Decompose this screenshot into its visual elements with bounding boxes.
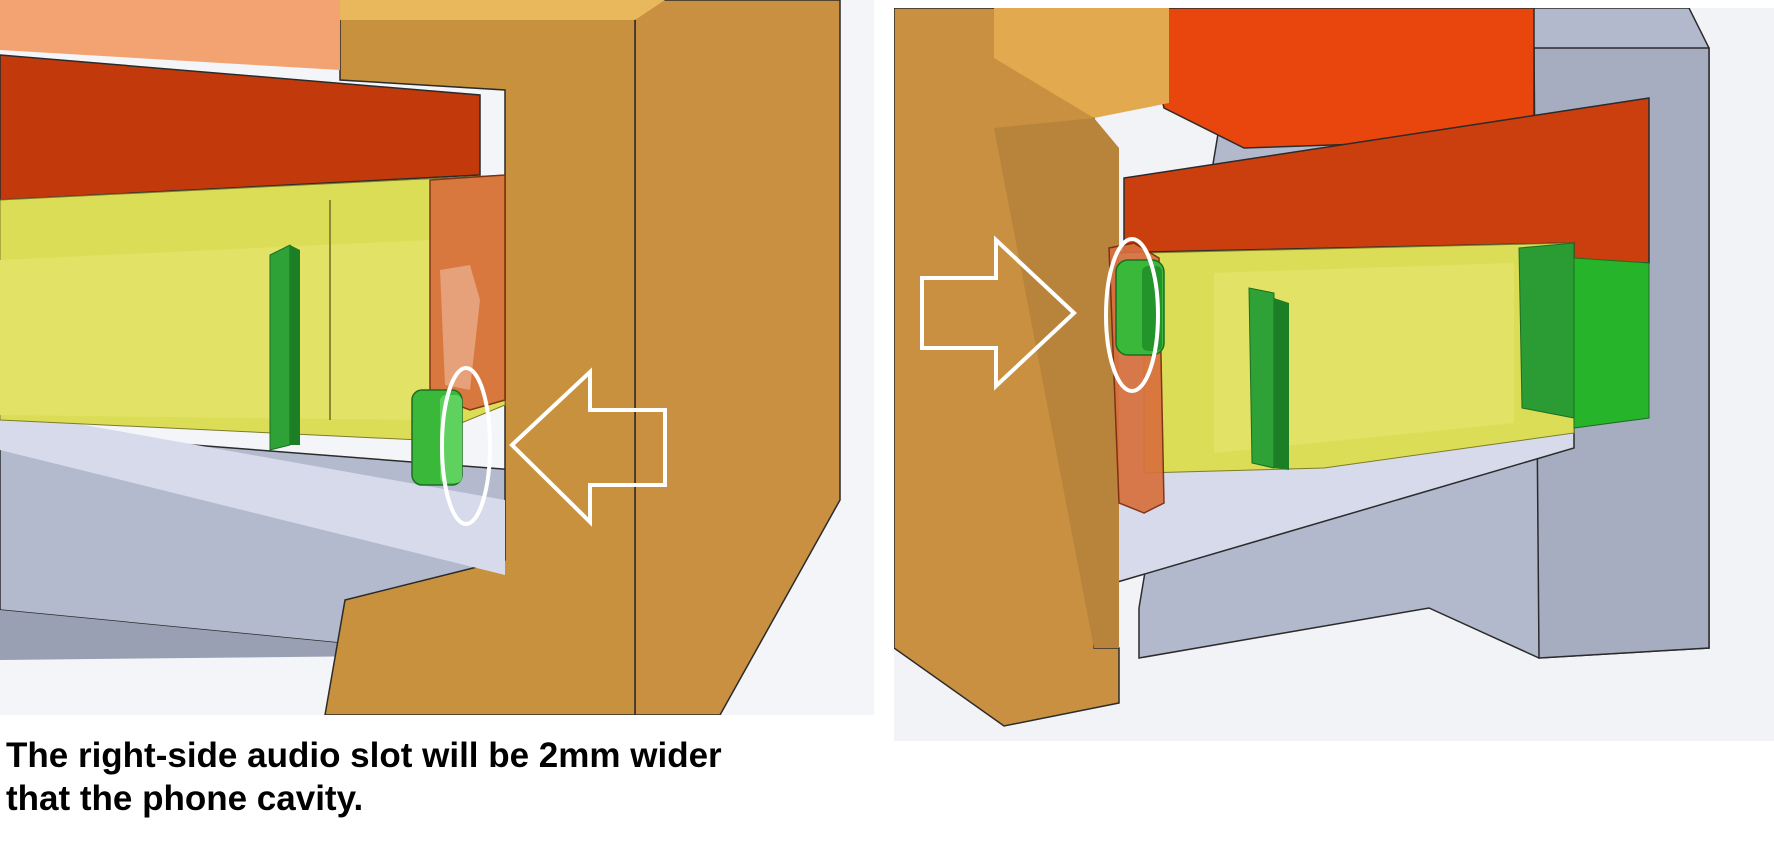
end-block bbox=[1518, 242, 1575, 419]
button-strip-side bbox=[1274, 298, 1289, 470]
arrow-left-outline-icon bbox=[509, 367, 667, 527]
button-strip bbox=[1248, 287, 1275, 469]
mold-block-front bbox=[324, 0, 636, 715]
end-block-face bbox=[1573, 257, 1650, 429]
phone-body-front bbox=[0, 240, 430, 420]
arrow-right-outline-icon bbox=[920, 235, 1077, 391]
right-cutaway-drawing bbox=[894, 8, 1774, 741]
mold-block-top bbox=[994, 8, 1169, 118]
cavity-floor bbox=[0, 410, 505, 575]
mold-block-side bbox=[994, 118, 1119, 648]
highlight-ellipse bbox=[440, 366, 492, 526]
right-cutaway-view bbox=[894, 8, 1774, 741]
left-cutaway-drawing bbox=[0, 0, 874, 715]
left-cutaway-view bbox=[0, 0, 874, 715]
mold-block-top bbox=[340, 0, 665, 20]
highlight-ellipse bbox=[1104, 237, 1160, 393]
top-plate bbox=[0, 54, 481, 201]
caption-line-1: The right-side audio slot will be 2mm wi… bbox=[6, 736, 722, 775]
button-strip bbox=[269, 244, 291, 451]
top-plate-light bbox=[0, 0, 340, 70]
slide-bar-detent bbox=[440, 265, 480, 390]
button-strip-side bbox=[290, 245, 300, 445]
caption-line-2: that the phone cavity. bbox=[6, 779, 364, 818]
caption: The right-side audio slot will be 2mm wi… bbox=[6, 734, 826, 820]
